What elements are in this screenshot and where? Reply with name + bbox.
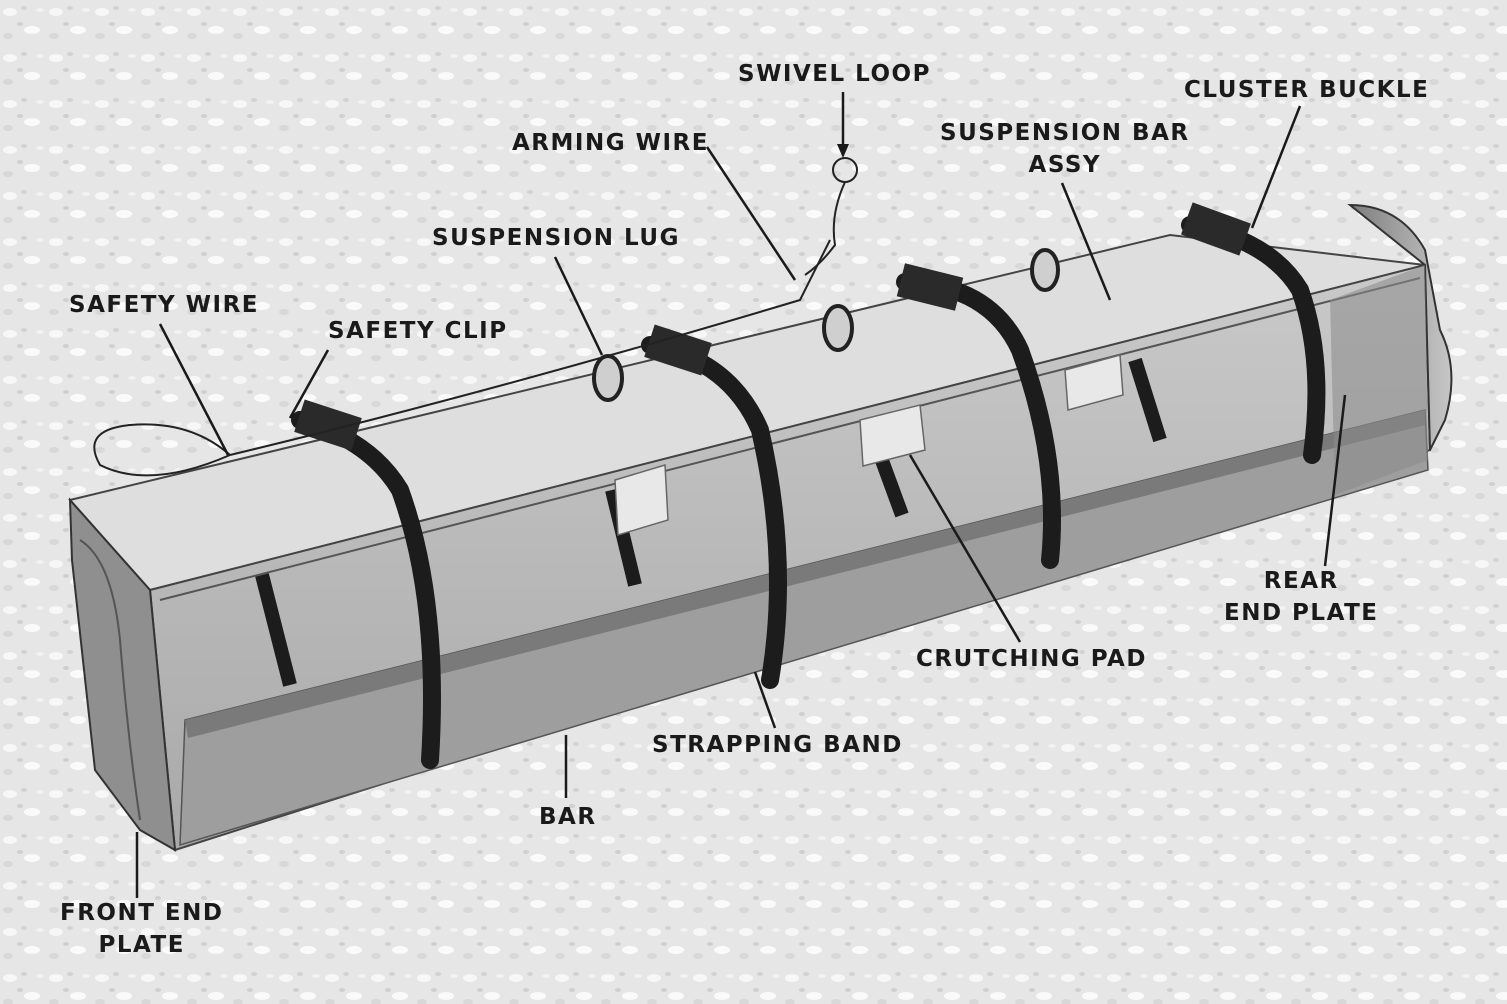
label-front-end-plate: FRONT END PLATE [60,900,224,958]
crutching-pads [614,354,1124,536]
label-strapping-band: STRAPPING BAND [652,732,903,758]
label-rear-end-plate: REAR END PLATE [1224,568,1379,626]
label-suspension-lug: SUSPENSION LUG [432,225,680,251]
label-arming-wire: ARMING WIRE [512,130,709,156]
leader-lines [135,92,1347,898]
label-safety-clip: SAFETY CLIP [328,318,508,344]
label-swivel-loop: SWIVEL LOOP [738,61,931,87]
label-safety-wire: SAFETY WIRE [69,292,259,318]
label-crutching-pad: CRUTCHING PAD [916,646,1147,672]
rear-end-plate [1347,203,1453,451]
buckles [294,202,1251,451]
label-bar: BAR [539,804,597,830]
label-suspension-bar-assy: SUSPENSION BAR ASSY [940,120,1190,178]
bar-channel [179,409,1429,847]
wires [93,157,858,477]
suspension-lugs [592,248,1060,402]
label-cluster-buckle: CLUSTER BUCKLE [1184,77,1430,103]
